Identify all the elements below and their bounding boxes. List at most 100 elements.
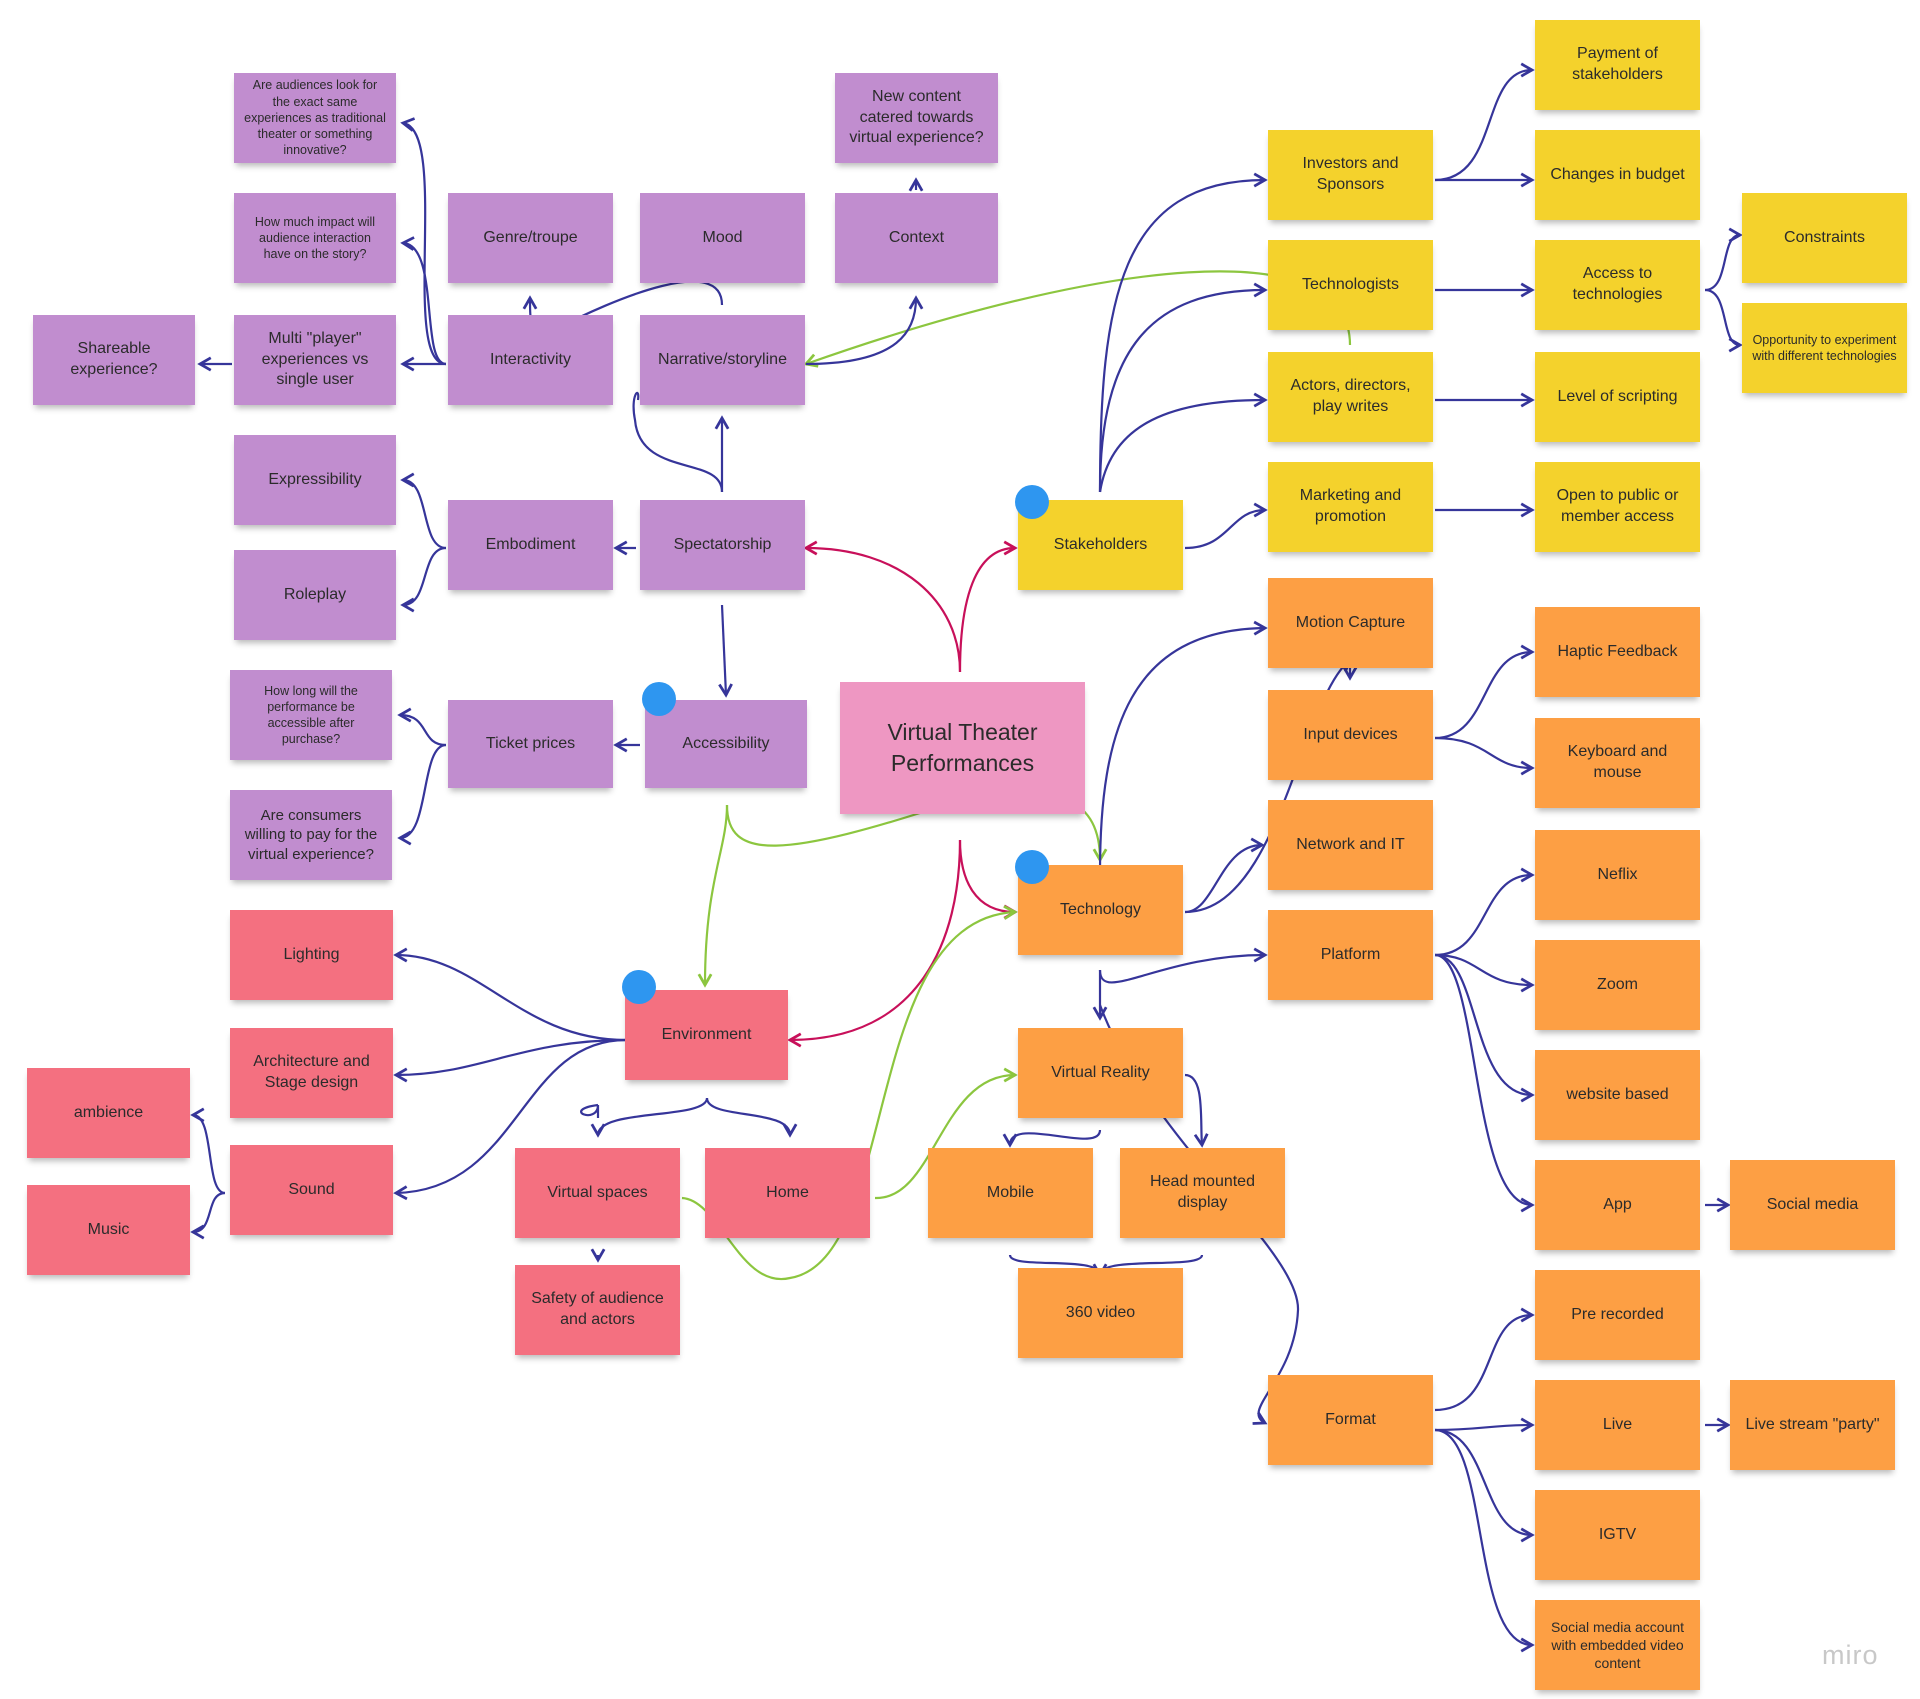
link-ticket-q-how-long xyxy=(397,707,447,747)
note-mood[interactable]: Mood xyxy=(640,193,805,283)
note-question-audiences[interactable]: Are audiences look for the exact same ex… xyxy=(234,73,396,163)
note-network[interactable]: Network and IT xyxy=(1268,800,1433,890)
link-ticket-q-consumers xyxy=(397,743,447,846)
note-question-impact[interactable]: How much impact will audience interactio… xyxy=(234,193,396,283)
note-question-how-long[interactable]: How long will the performance be accessi… xyxy=(230,670,392,760)
note-spectatorship[interactable]: Spectatorship xyxy=(640,500,805,590)
note-safety[interactable]: Safety of audience and actors xyxy=(515,1265,680,1355)
link-access-opportunity xyxy=(1704,288,1743,353)
note-lighting[interactable]: Lighting xyxy=(230,910,393,1000)
note-opportunity[interactable]: Opportunity to experiment with different… xyxy=(1742,303,1907,393)
note-investors[interactable]: Investors and Sponsors xyxy=(1268,130,1433,220)
note-payment[interactable]: Payment of stakeholders xyxy=(1535,20,1700,110)
link-green-accessibility-environment xyxy=(697,804,729,988)
link-stakeholders-technologists xyxy=(1098,282,1268,493)
note-vr[interactable]: Virtual Reality xyxy=(1018,1028,1183,1118)
note-sound[interactable]: Sound xyxy=(230,1145,393,1235)
link-environment-spaces-home xyxy=(580,1103,600,1118)
note-format[interactable]: Format xyxy=(1268,1375,1433,1465)
note-home[interactable]: Home xyxy=(705,1148,870,1238)
link-embodiment-roleplay xyxy=(400,546,447,613)
note-technology[interactable]: Technology xyxy=(1018,865,1183,955)
note-live-party[interactable]: Live stream "party" xyxy=(1730,1380,1895,1470)
link-environment-sound xyxy=(393,1038,627,1201)
note-ticket-prices[interactable]: Ticket prices xyxy=(448,700,613,788)
marker-dot-stakeholders xyxy=(1015,485,1049,519)
note-expressibility[interactable]: Expressibility xyxy=(234,435,396,525)
link-spectatorship-accessibility xyxy=(718,604,733,698)
note-website[interactable]: website based xyxy=(1535,1050,1700,1140)
note-interactivity[interactable]: Interactivity xyxy=(448,315,613,405)
note-360-video[interactable]: 360 video xyxy=(1018,1268,1183,1358)
note-haptic[interactable]: Haptic Feedback xyxy=(1535,607,1700,697)
note-context[interactable]: Context xyxy=(835,193,998,283)
note-accessibility[interactable]: Accessibility xyxy=(645,700,807,788)
note-shareable[interactable]: Shareable experience? xyxy=(33,315,195,405)
link-center-environment xyxy=(787,839,962,1048)
note-multi-player[interactable]: Multi "player" experiences vs single use… xyxy=(234,315,396,405)
note-music[interactable]: Music xyxy=(27,1185,190,1275)
note-virtual-spaces[interactable]: Virtual spaces xyxy=(515,1148,680,1238)
marker-dot-accessibility xyxy=(642,682,676,716)
link-stakeholders-marketing xyxy=(1184,502,1268,550)
link-center-technology xyxy=(958,839,1018,920)
link-center-spectatorship xyxy=(803,540,962,673)
note-ambience[interactable]: ambience xyxy=(27,1068,190,1158)
link-format-live xyxy=(1434,1417,1535,1433)
note-technologists[interactable]: Technologists xyxy=(1268,240,1433,330)
note-new-content[interactable]: New content catered towards virtual expe… xyxy=(835,73,998,163)
note-pre-recorded[interactable]: Pre recorded xyxy=(1535,1270,1700,1360)
note-platform[interactable]: Platform xyxy=(1268,910,1433,1000)
note-hmd[interactable]: Head mounted display xyxy=(1120,1148,1285,1238)
link-brace-virtual-spaces xyxy=(590,1097,709,1138)
link-vr-hmd xyxy=(1184,1073,1209,1148)
link-format-igtv xyxy=(1434,1428,1535,1543)
link-platform-website xyxy=(1434,953,1535,1103)
note-open-public[interactable]: Open to public or member access xyxy=(1535,462,1700,552)
marker-dot-environment xyxy=(622,970,656,1004)
note-center-topic[interactable]: Virtual Theater Performances xyxy=(840,682,1085,814)
link-format-pre xyxy=(1434,1307,1535,1412)
note-roleplay[interactable]: Roleplay xyxy=(234,550,396,640)
marker-dot-technology xyxy=(1015,850,1049,884)
note-question-consumers[interactable]: Are consumers willing to pay for the vir… xyxy=(230,790,392,880)
note-marketing[interactable]: Marketing and promotion xyxy=(1268,462,1433,552)
note-budget[interactable]: Changes in budget xyxy=(1535,130,1700,220)
miro-logo: miro xyxy=(1822,1640,1879,1670)
note-motion-capture[interactable]: Motion Capture xyxy=(1268,578,1433,668)
note-social-account[interactable]: Social media account with embedded video… xyxy=(1535,1600,1700,1690)
link-spectatorship-interactivity xyxy=(632,392,724,493)
note-zoom[interactable]: Zoom xyxy=(1535,940,1700,1030)
link-embodiment-expressibility xyxy=(400,472,447,550)
note-input-devices[interactable]: Input devices xyxy=(1268,690,1433,780)
link-platform-app xyxy=(1434,953,1535,1213)
link-vr-mobile xyxy=(1002,1129,1102,1148)
note-neflix[interactable]: Neflix xyxy=(1535,830,1700,920)
note-genre[interactable]: Genre/troupe xyxy=(448,193,613,283)
link-brace-home xyxy=(705,1097,798,1138)
link-investors-payment xyxy=(1434,62,1535,182)
note-actors[interactable]: Actors, directors, play writes xyxy=(1268,352,1433,442)
note-environment[interactable]: Environment xyxy=(625,990,788,1080)
note-constraints[interactable]: Constraints xyxy=(1742,193,1907,283)
note-app[interactable]: App xyxy=(1535,1160,1700,1250)
note-stakeholders[interactable]: Stakeholders xyxy=(1018,500,1183,590)
note-scripting[interactable]: Level of scripting xyxy=(1535,352,1700,442)
note-access-technologies[interactable]: Access to technologies xyxy=(1535,240,1700,330)
note-architecture[interactable]: Architecture and Stage design xyxy=(230,1028,393,1118)
link-input-haptic xyxy=(1434,644,1535,740)
link-green-home-vr xyxy=(874,1067,1018,1200)
note-live[interactable]: Live xyxy=(1535,1380,1700,1470)
note-social-media[interactable]: Social media xyxy=(1730,1160,1895,1250)
link-environment-architecture xyxy=(393,1038,627,1083)
note-mobile[interactable]: Mobile xyxy=(928,1148,1093,1238)
note-embodiment[interactable]: Embodiment xyxy=(448,500,613,590)
link-technology-platform xyxy=(1098,947,1268,984)
link-stakeholders-actors xyxy=(1098,392,1268,493)
note-igtv[interactable]: IGTV xyxy=(1535,1490,1700,1580)
link-technology-motion xyxy=(1098,620,1268,874)
link-access-constraints xyxy=(1704,227,1743,292)
note-narrative[interactable]: Narrative/storyline xyxy=(640,315,805,405)
note-keyboard[interactable]: Keyboard and mouse xyxy=(1535,718,1700,808)
link-narrative-context xyxy=(805,295,924,366)
